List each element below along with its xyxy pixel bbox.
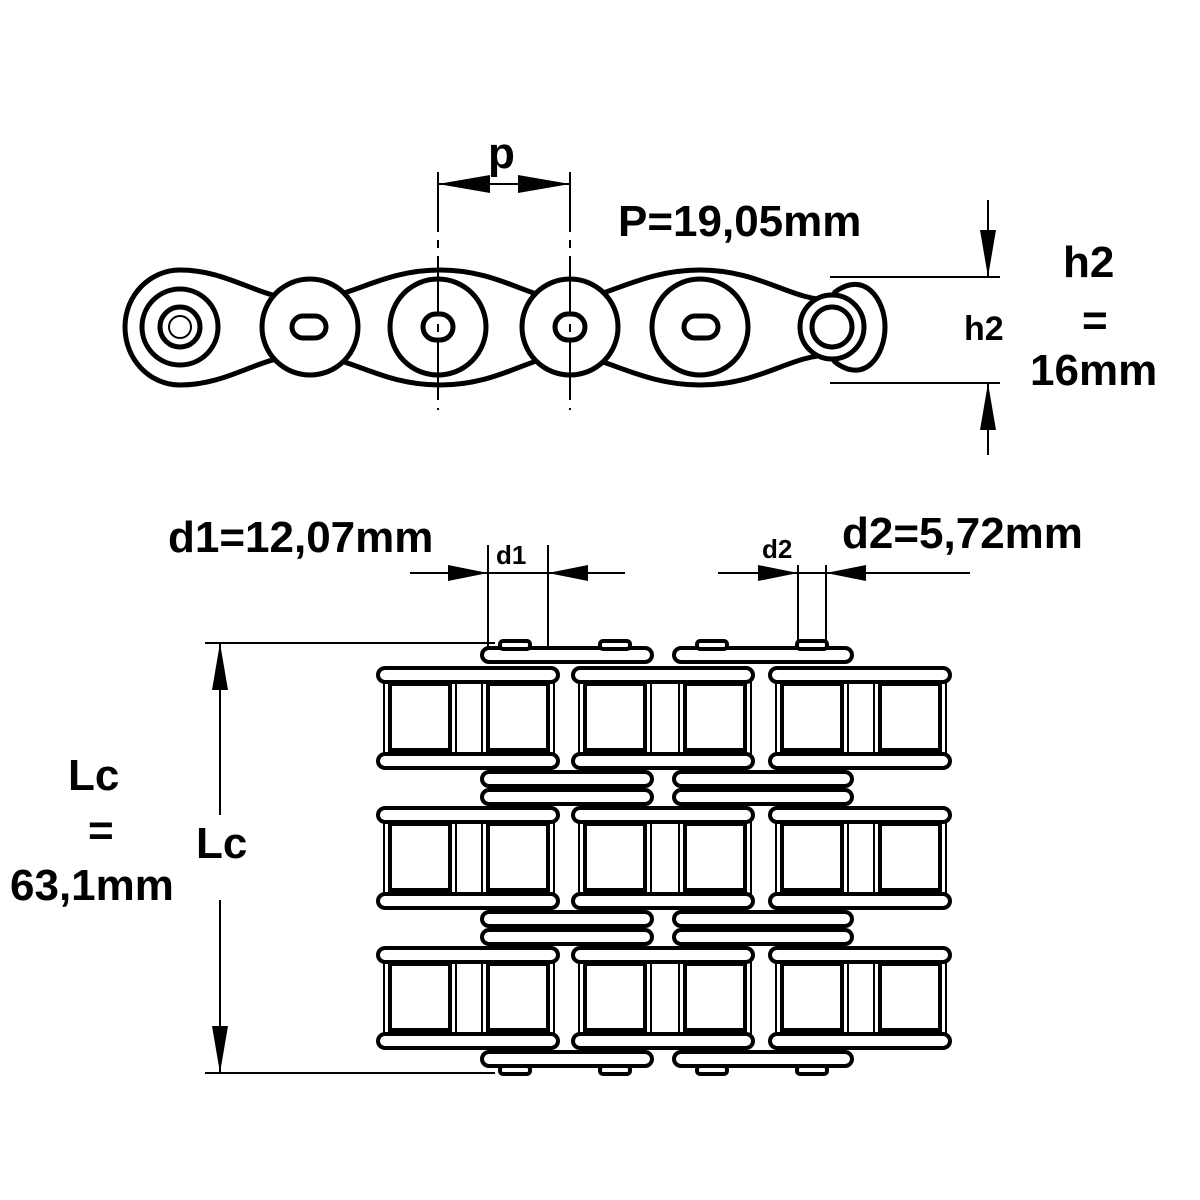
outer-link-plate: [376, 892, 560, 910]
outer-link-plate: [768, 946, 952, 964]
pin-head: [795, 1064, 829, 1076]
lc-value: 63,1mm: [10, 861, 174, 910]
roller: [780, 822, 844, 892]
roller: [583, 962, 647, 1032]
roller: [583, 682, 647, 752]
pitch-symbol-label: p: [488, 129, 515, 178]
pin-head: [498, 639, 532, 651]
d2-arrow-left: [758, 565, 798, 581]
outer-link-plate: [768, 752, 952, 770]
chain-outline: [122, 267, 888, 388]
pitch-arrow-right: [518, 175, 570, 193]
outer-link-plate: [571, 946, 755, 964]
roller: [878, 962, 942, 1032]
h2-arrow-bottom: [980, 383, 996, 430]
roller: [780, 962, 844, 1032]
pin-head: [695, 639, 729, 651]
inner-link-plate: [480, 928, 654, 946]
d2-symbol-label: d2: [762, 534, 792, 564]
inner-link-plate: [672, 770, 854, 788]
h2-value: 16mm: [1030, 346, 1157, 395]
pin-head: [695, 1064, 729, 1076]
roller: [583, 822, 647, 892]
outer-link-plate: [376, 752, 560, 770]
roller: [388, 962, 452, 1032]
outer-link-plate: [768, 892, 952, 910]
inner-link-plate: [480, 770, 654, 788]
d2-arrow-right: [826, 565, 866, 581]
inner-link-plate: [480, 646, 654, 664]
pitch-value-label: P=19,05mm: [618, 197, 861, 246]
roller: [388, 822, 452, 892]
outer-link-plate: [571, 806, 755, 824]
outer-link-plate: [571, 666, 755, 684]
h2-title: h2: [1063, 238, 1114, 287]
outer-link-plate: [376, 666, 560, 684]
inner-link-plate: [672, 646, 854, 664]
inner-link-plate: [672, 910, 854, 928]
h2-arrow-top: [980, 230, 996, 277]
pin-head: [598, 639, 632, 651]
inner-link-plate: [672, 928, 854, 946]
roller-circle: [809, 304, 855, 350]
d2-value-label: d2=5,72mm: [842, 509, 1083, 558]
pin-slot: [681, 313, 721, 341]
outer-link-plate: [376, 946, 560, 964]
outer-link-plate: [571, 892, 755, 910]
inner-link-plate: [480, 910, 654, 928]
chain-side-view: [122, 172, 1000, 455]
roller: [878, 822, 942, 892]
outer-link-plate: [571, 1032, 755, 1050]
lc-arrow-bottom: [212, 1026, 228, 1073]
pin-head: [795, 639, 829, 651]
roller: [388, 682, 452, 752]
d1-value-label: d1=12,07mm: [168, 513, 433, 562]
inner-link-plate: [672, 788, 854, 806]
lc-symbol-label: Lc: [196, 819, 247, 868]
pitch-arrow-left: [438, 175, 490, 193]
lc-arrow-top: [212, 643, 228, 690]
outer-link-plate: [768, 666, 952, 684]
h2-equals: =: [1082, 296, 1108, 345]
outer-link-plate: [376, 1032, 560, 1050]
inner-link-plate: [672, 1050, 854, 1068]
roller: [878, 682, 942, 752]
d1-arrow-left: [448, 565, 488, 581]
d1-arrow-right: [548, 565, 588, 581]
lc-label-gap: [206, 815, 236, 900]
pin-head: [598, 1064, 632, 1076]
pin-hole: [168, 315, 192, 339]
roller: [486, 682, 550, 752]
outer-link-plate: [768, 1032, 952, 1050]
pin-slot: [289, 313, 329, 341]
roller-circle: [157, 304, 203, 350]
pin-head: [498, 1064, 532, 1076]
inner-link-plate: [480, 1050, 654, 1068]
roller: [683, 822, 747, 892]
roller: [780, 682, 844, 752]
roller: [486, 822, 550, 892]
chain-front-view-triplex: [376, 639, 952, 1076]
h2-symbol-label: h2: [964, 310, 1004, 348]
outer-link-plate: [376, 806, 560, 824]
roller: [486, 962, 550, 1032]
roller: [683, 962, 747, 1032]
lc-title: Lc: [68, 751, 119, 800]
outer-link-plate: [571, 752, 755, 770]
roller: [683, 682, 747, 752]
outer-link-plate: [768, 806, 952, 824]
lc-equals: =: [88, 806, 114, 855]
inner-link-plate: [480, 788, 654, 806]
d1-symbol-label: d1: [496, 540, 526, 570]
